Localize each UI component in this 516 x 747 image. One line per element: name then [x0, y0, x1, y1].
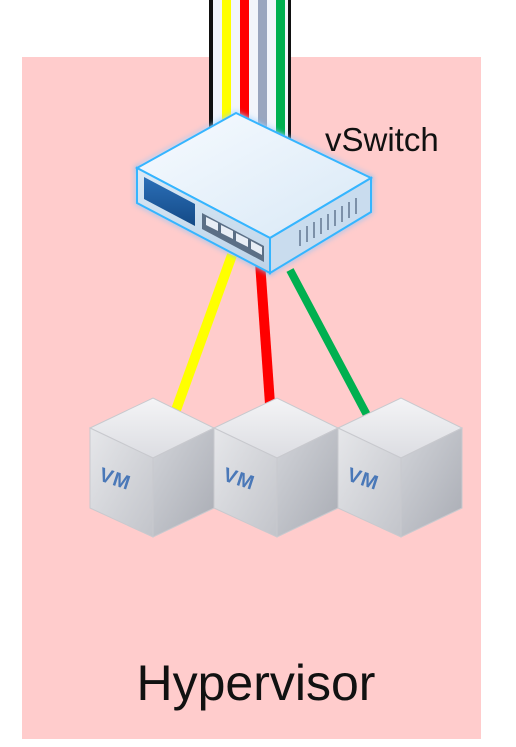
link-vm2	[255, 261, 275, 405]
hypervisor-label: Hypervisor	[137, 655, 376, 711]
vm-cube-1: VM	[88, 397, 216, 538]
vswitch-icon	[134, 111, 374, 275]
link-vm3	[286, 268, 371, 417]
vswitch-label: vSwitch	[325, 121, 439, 158]
link-vm1	[171, 253, 237, 412]
vm-cube-3: VM	[336, 397, 464, 538]
vm-cube-2: VM	[212, 397, 340, 538]
